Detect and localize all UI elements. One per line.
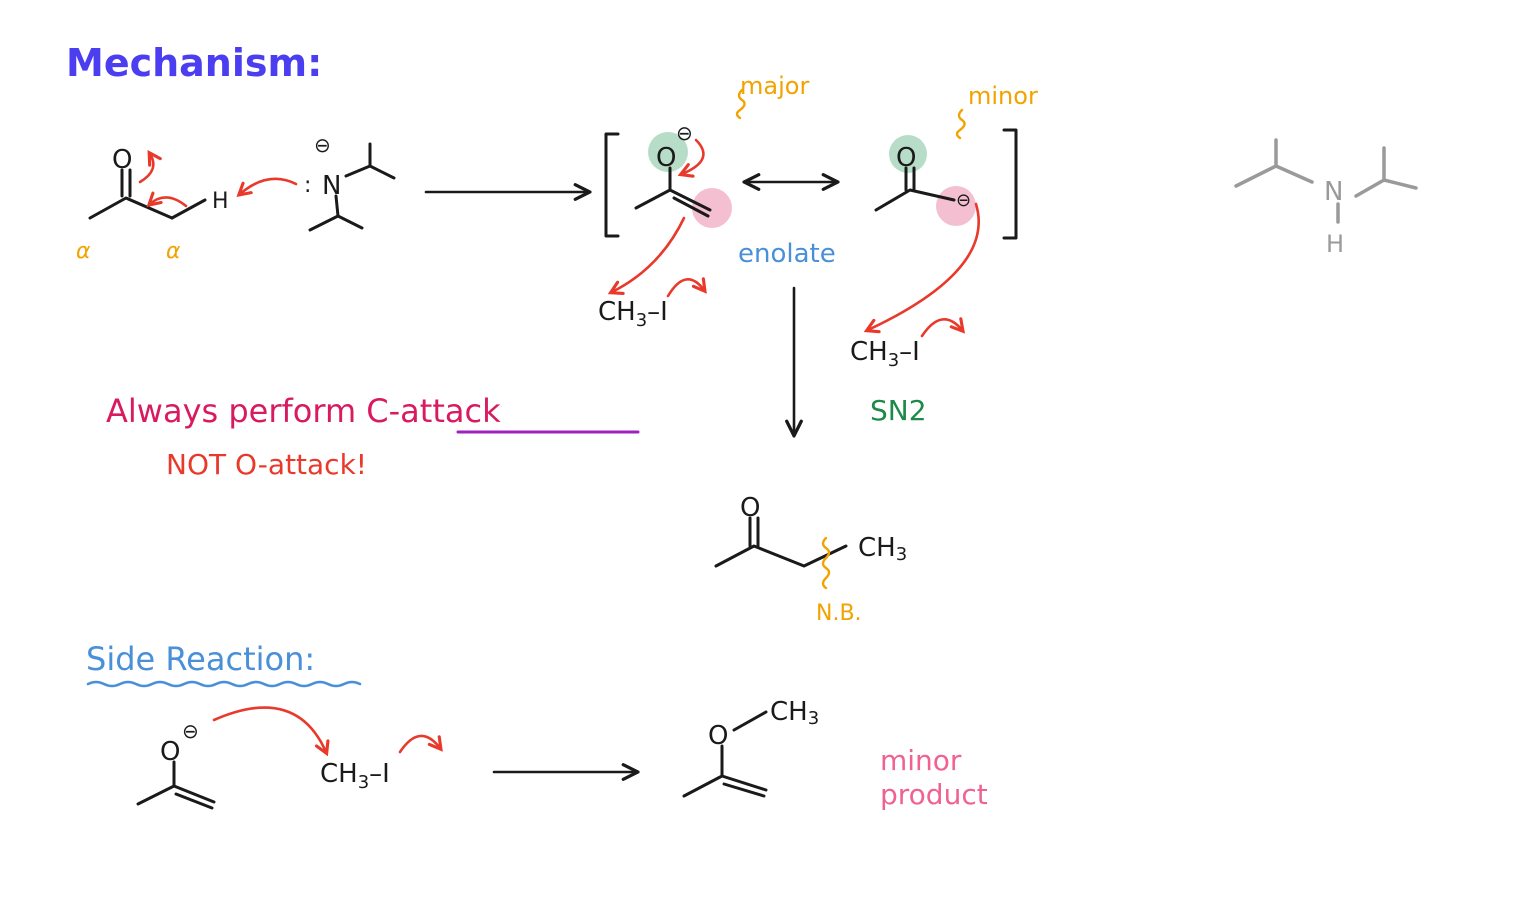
enol-ether-oxygen: O — [708, 721, 728, 751]
lda-amide-structure — [308, 142, 396, 232]
arrow-o-to-methyl — [212, 706, 330, 757]
ketone-structure — [88, 168, 207, 220]
alpha-label-left: α — [76, 239, 91, 264]
arrow-o-to-cc — [677, 138, 705, 178]
amine-nitrogen: N — [1324, 177, 1343, 207]
enolate-minor-structure — [874, 166, 956, 212]
side-enolate-structure — [136, 760, 216, 810]
carbon-highlight-major — [692, 188, 732, 228]
arrow-co-to-o — [138, 150, 162, 184]
arrow-ci-bond-side — [398, 734, 443, 754]
enol-ether-methyl: CH3 — [770, 697, 819, 729]
page-title: Mechanism: — [66, 41, 322, 85]
product-oxygen: O — [740, 493, 760, 523]
bracket-right — [1002, 128, 1018, 240]
oxygen-highlight-minor — [889, 135, 927, 173]
arrow-ch-bond-to-co — [146, 191, 188, 208]
enolate-major-oxygen: O — [656, 143, 676, 173]
minor-label: minor — [968, 82, 1038, 110]
arrow-ci-bond-1 — [666, 277, 707, 298]
major-label: major — [740, 72, 809, 100]
minor-squiggle — [955, 108, 966, 140]
new-bond-squiggle — [821, 536, 831, 590]
enolate-minor-oxygen: O — [896, 143, 916, 173]
side-reaction-title: Side Reaction: — [86, 640, 315, 678]
enolate-label: enolate — [738, 239, 836, 269]
product-methyl: CH3 — [858, 533, 907, 565]
enolate-major-structure — [634, 166, 712, 218]
sn2-label: SN2 — [870, 394, 927, 427]
enolate-major-charge: ⊖ — [676, 121, 693, 145]
minor-product-line-1: minor — [880, 744, 962, 777]
major-squiggle — [735, 88, 746, 120]
side-enolate-charge: ⊖ — [182, 719, 199, 743]
methyl-iodide-2: CH3–I — [850, 337, 920, 371]
alpha-label-right: α — [166, 239, 181, 264]
carbon-highlight-minor — [936, 186, 976, 226]
product-structure — [714, 516, 848, 568]
bracket-left — [604, 132, 620, 238]
enolate-minor-charge: ⊖ — [956, 190, 971, 211]
minor-product-line-2: product — [880, 778, 988, 811]
arrow-n-to-h — [236, 177, 298, 198]
arrow-c-to-methyl-1 — [607, 216, 686, 295]
amide-lone-pair: : — [304, 173, 311, 198]
side-enolate-oxygen: O — [160, 737, 180, 767]
note-line-1: Always perform C-attack — [106, 392, 501, 430]
arrow-ci-bond-2 — [920, 317, 966, 338]
enol-ether-structure — [682, 710, 768, 798]
arrow-c-to-methyl-2 — [863, 202, 980, 334]
methyl-iodide-1: CH3–I — [598, 297, 668, 331]
amine-hydrogen: H — [1326, 230, 1344, 258]
amide-nitrogen: N — [322, 171, 341, 201]
oxygen-highlight-major — [648, 132, 688, 172]
note-line-2: NOT O-attack! — [166, 448, 367, 481]
side-methyl-iodide: CH3–I — [320, 759, 390, 793]
side-reaction-underline — [86, 680, 362, 688]
nb-label: N.B. — [816, 601, 862, 626]
alpha-hydrogen: H — [212, 189, 229, 214]
amide-charge: ⊖ — [314, 133, 331, 157]
ketone-oxygen: O — [112, 145, 132, 175]
diisopropylamine-structure — [1234, 138, 1418, 224]
